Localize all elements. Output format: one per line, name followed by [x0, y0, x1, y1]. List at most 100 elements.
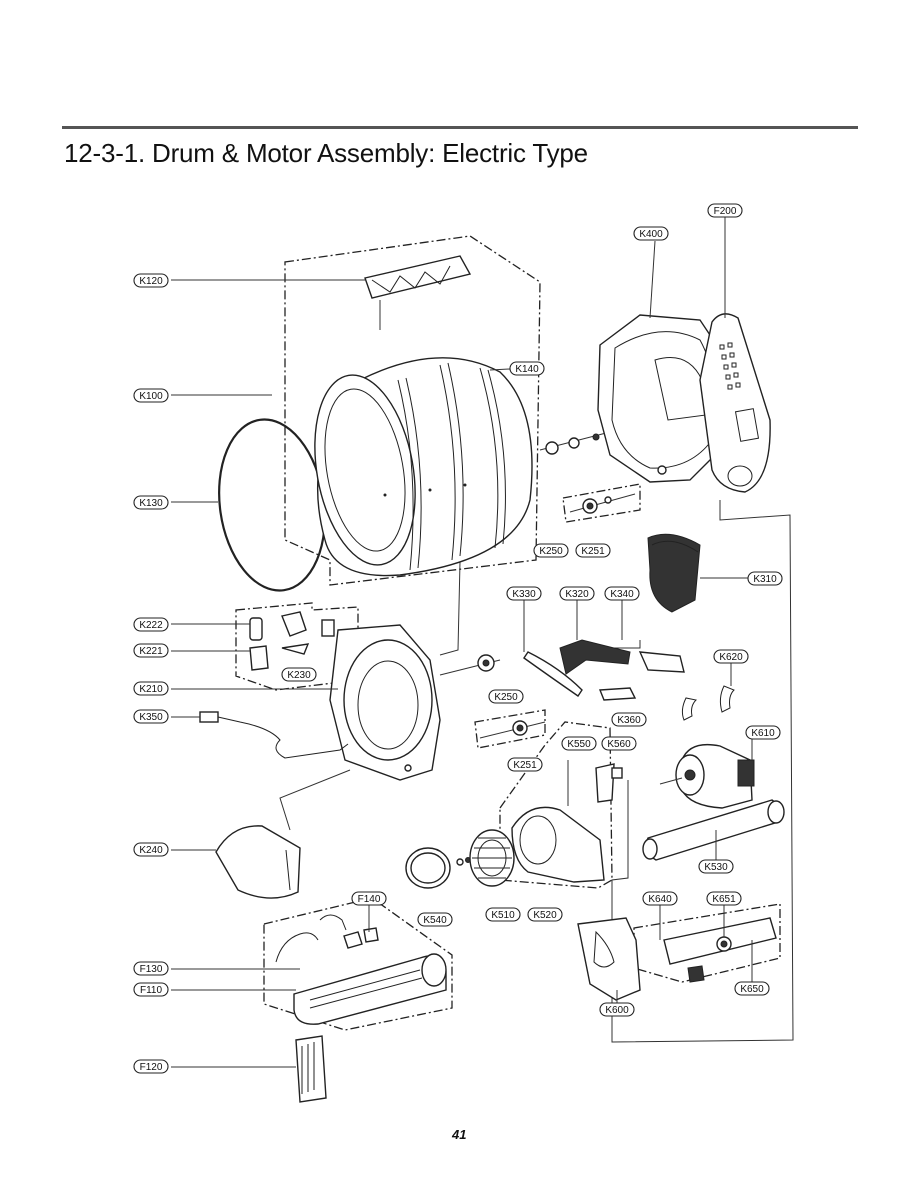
callout-k120: K120: [133, 273, 169, 288]
callout-k250-upper: K250: [533, 543, 569, 558]
callout-k251-lower: K251: [507, 757, 543, 772]
callout-labels: F200 K400 K120 K140 K100 K130 K250 K251 …: [133, 203, 783, 1074]
callout-k230: K230: [281, 667, 317, 682]
callout-k550: K550: [561, 736, 597, 751]
svg-text:K640: K640: [648, 894, 672, 905]
svg-text:K140: K140: [515, 364, 539, 375]
callout-leaders: [171, 217, 753, 1068]
svg-text:K650: K650: [740, 984, 764, 995]
callout-k251-upper: K251: [575, 543, 611, 558]
motor-clip-parts: [681, 685, 735, 721]
svg-text:K330: K330: [512, 589, 536, 600]
front-duct-part: [215, 825, 301, 899]
svg-text:K100: K100: [139, 391, 163, 402]
svg-text:K520: K520: [533, 910, 557, 921]
exhaust-duct-part: [642, 799, 785, 861]
callout-k650: K650: [734, 981, 770, 996]
motor-bracket-part: [663, 917, 777, 983]
svg-text:K120: K120: [139, 276, 163, 287]
callout-f110: F110: [133, 982, 169, 997]
svg-text:K251: K251: [581, 546, 605, 557]
callout-k100: K100: [133, 388, 169, 403]
svg-text:K250: K250: [494, 692, 518, 703]
svg-text:K310: K310: [753, 574, 777, 585]
motor-mount-part: [577, 917, 641, 1001]
svg-text:K530: K530: [704, 862, 728, 873]
callout-k530: K530: [698, 859, 734, 874]
callout-k350: K350: [133, 709, 169, 724]
control-housing-part: [699, 313, 771, 493]
callout-f120: F120: [133, 1059, 169, 1074]
svg-text:K251: K251: [513, 760, 537, 771]
callout-k140: K140: [509, 361, 545, 376]
blower-housing-part: [511, 806, 605, 883]
callout-k310: K310: [747, 571, 783, 586]
svg-text:K600: K600: [605, 1005, 629, 1016]
thermostat-parts: [249, 611, 335, 671]
connector-line-a: [439, 561, 461, 656]
svg-text:K610: K610: [751, 728, 775, 739]
svg-text:F140: F140: [358, 894, 381, 905]
callout-k540: K540: [417, 912, 453, 927]
svg-text:F120: F120: [140, 1062, 163, 1073]
blower-ring-part: [405, 847, 471, 889]
svg-text:K130: K130: [139, 498, 163, 509]
wire-harness-path: [611, 500, 794, 1043]
callout-k221: K221: [133, 643, 169, 658]
svg-text:K540: K540: [423, 915, 447, 926]
svg-text:K510: K510: [491, 910, 515, 921]
heater-housing-part: [293, 953, 447, 1025]
svg-text:K320: K320: [565, 589, 589, 600]
svg-text:K400: K400: [639, 229, 663, 240]
callout-k610: K610: [745, 725, 781, 740]
callout-k360: K360: [611, 712, 647, 727]
wire-harness-part: [199, 711, 349, 759]
switch-parts: [567, 760, 623, 806]
blower-wheel-part: [469, 829, 515, 887]
callout-k320: K320: [559, 586, 595, 601]
rear-bulkhead-part: [597, 314, 731, 483]
callout-k651: K651: [706, 891, 742, 906]
svg-text:F130: F130: [140, 964, 163, 975]
drum-group-boundary: [284, 235, 541, 586]
callout-f140: F140: [351, 891, 387, 906]
callout-k520: K520: [527, 907, 563, 922]
callout-k620: K620: [713, 649, 749, 664]
svg-text:F200: F200: [714, 206, 737, 217]
svg-text:K230: K230: [287, 670, 311, 681]
svg-text:F110: F110: [140, 985, 162, 996]
drum-shaft-middle: [439, 654, 501, 676]
svg-text:K360: K360: [617, 715, 641, 726]
svg-text:K222: K222: [139, 620, 163, 631]
callout-k640: K640: [642, 891, 678, 906]
heater-element-part: [295, 1035, 327, 1103]
page-number: 41: [452, 1127, 467, 1142]
page-title: 12-3-1. Drum & Motor Assembly: Electric …: [64, 138, 588, 168]
svg-text:K240: K240: [139, 845, 163, 856]
bearing-group-upper: [562, 483, 641, 523]
svg-text:K221: K221: [139, 646, 163, 657]
callout-k560: K560: [601, 736, 637, 751]
callout-k222: K222: [133, 617, 169, 632]
drum-part: [314, 357, 533, 577]
callout-k400: K400: [633, 226, 669, 241]
drum-shaft-pieces: [539, 431, 611, 455]
svg-text:K350: K350: [139, 712, 163, 723]
svg-text:K210: K210: [139, 684, 163, 695]
idler-parts: [523, 639, 685, 701]
callout-k210: K210: [133, 681, 169, 696]
callout-k250-lower: K250: [488, 689, 524, 704]
callout-k510: K510: [485, 907, 521, 922]
connector-line-c: [279, 769, 351, 831]
bearing-group-lower: [474, 709, 546, 749]
svg-text:K560: K560: [607, 739, 631, 750]
heater-group-boundary: [263, 897, 453, 1031]
blower-group-boundary: [499, 721, 613, 889]
svg-text:K620: K620: [719, 652, 743, 663]
lower-bearing-set: [479, 720, 546, 739]
lint-filter-part: [647, 533, 701, 613]
svg-text:K550: K550: [567, 739, 591, 750]
motor-part: [659, 743, 755, 809]
callout-k130: K130: [133, 495, 169, 510]
